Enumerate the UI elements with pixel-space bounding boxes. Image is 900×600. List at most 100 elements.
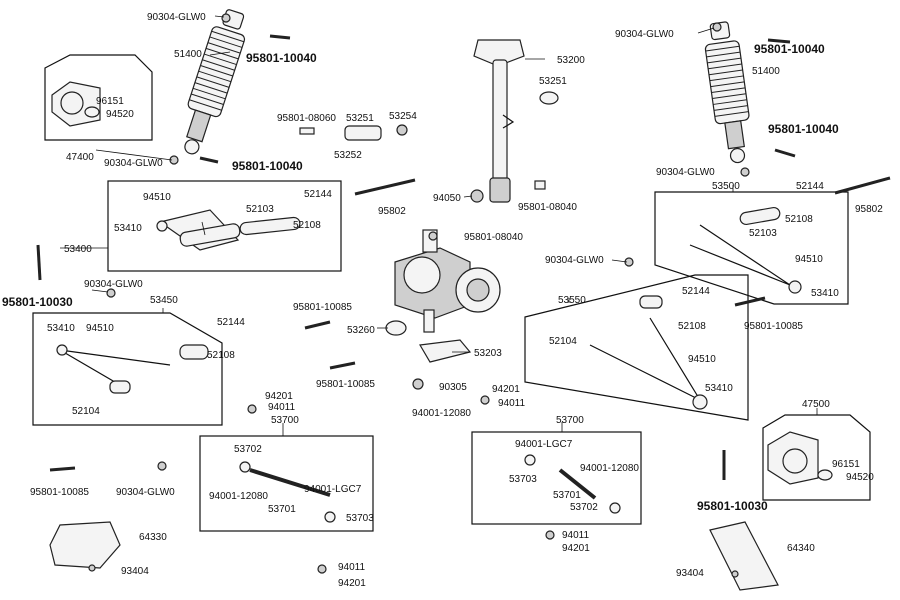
callout: 96151 <box>832 459 860 470</box>
callout: 94201 <box>562 543 590 554</box>
callout: 47500 <box>802 399 830 410</box>
callout: 90304-GLW0 <box>84 279 143 290</box>
callout: 53702 <box>570 502 598 513</box>
box-upper-right-arm <box>654 191 849 305</box>
callout: 95801-10085 <box>744 321 803 332</box>
callout: 64330 <box>139 532 167 543</box>
callout: 52108 <box>293 220 321 231</box>
callout: 53450 <box>150 295 178 306</box>
callout: 94001-12080 <box>412 408 471 419</box>
box-tie-rod-left <box>199 435 374 532</box>
callout: 52108 <box>207 350 235 361</box>
callout: 95802 <box>855 204 883 215</box>
callout: 94510 <box>688 354 716 365</box>
callout: 93404 <box>676 568 704 579</box>
callout: 47400 <box>66 152 94 163</box>
callout: 53410 <box>811 288 839 299</box>
callout: 94011 <box>562 530 590 541</box>
box-lower-right-arm <box>524 274 749 421</box>
callout: 94001-12080 <box>209 491 268 502</box>
callout: 52108 <box>678 321 706 332</box>
callout: 53260 <box>347 325 375 336</box>
callout: 94520 <box>846 472 874 483</box>
callout: 90304-GLW0 <box>656 167 715 178</box>
callout: 95801-08040 <box>518 202 577 213</box>
callout: 52103 <box>246 204 274 215</box>
callout: 53701 <box>553 490 581 501</box>
callout: 95801-10085 <box>293 302 352 313</box>
callout: 93404 <box>121 566 149 577</box>
callout: 95801-10040 <box>246 51 317 65</box>
callout: 53500 <box>712 181 740 192</box>
callout: 95801-10030 <box>697 499 768 513</box>
callout: 96151 <box>96 96 124 107</box>
callout: 90305 <box>439 382 467 393</box>
hub-knuckle-right <box>767 431 833 485</box>
callout: 95801-10085 <box>30 487 89 498</box>
callout: 53550 <box>558 295 586 306</box>
fasteners <box>36 13 891 574</box>
callout: 95801-10040 <box>232 159 303 173</box>
callout: 51400 <box>174 49 202 60</box>
tie-rod-right <box>524 454 621 514</box>
front-differential <box>385 229 501 363</box>
callout: 90304-GLW0 <box>116 487 175 498</box>
callout: 95801-10040 <box>768 122 839 136</box>
box-hub-right <box>762 414 871 501</box>
callout: 53400 <box>64 244 92 255</box>
upper-left-a-arm <box>156 209 301 251</box>
callout: 64340 <box>787 543 815 554</box>
callout: 53254 <box>389 111 417 122</box>
callout: 52144 <box>217 317 245 328</box>
box-upper-left-arm <box>107 180 342 272</box>
callout: 53410 <box>705 383 733 394</box>
hub-knuckle-left <box>51 81 101 127</box>
left-shock-absorber <box>184 9 246 155</box>
callout: 94001-LGC7 <box>515 439 573 450</box>
tie-rod-left <box>239 461 336 523</box>
callout: 90304-GLW0 <box>615 29 674 40</box>
callout: 95801-08060 <box>277 113 336 124</box>
callout: 53410 <box>47 323 75 334</box>
callout: 94201 <box>265 391 293 402</box>
leader-lines <box>60 15 818 436</box>
callout: 94001-LGC7 <box>304 484 362 495</box>
callout: 95801-10085 <box>316 379 375 390</box>
callout: 52104 <box>72 406 100 417</box>
right-shock-absorber <box>704 21 750 164</box>
callout: 95802 <box>378 206 406 217</box>
callout: 53252 <box>334 150 362 161</box>
callout: 53703 <box>346 513 374 524</box>
callout: 52108 <box>785 214 813 225</box>
callout: 90304-GLW0 <box>104 158 163 169</box>
callout: 94520 <box>106 109 134 120</box>
callout: 53700 <box>556 415 584 426</box>
callout: 94510 <box>795 254 823 265</box>
callout: 94201 <box>492 384 520 395</box>
box-tie-rod-right <box>471 431 642 525</box>
callout: 53200 <box>557 55 585 66</box>
callout: 53701 <box>268 504 296 515</box>
callout: 90304-GLW0 <box>147 12 206 23</box>
box-lower-left-arm <box>32 312 223 426</box>
callout: 95801-10040 <box>754 42 825 56</box>
callout: 90304-GLW0 <box>545 255 604 266</box>
upper-right-a-arm <box>689 206 802 294</box>
callout: 52144 <box>304 189 332 200</box>
callout: 94001-12080 <box>580 463 639 474</box>
callout: 94510 <box>143 192 171 203</box>
callout: 94011 <box>268 402 296 413</box>
callout: 52104 <box>549 336 577 347</box>
callout: 53410 <box>114 223 142 234</box>
callout: 53251 <box>346 113 374 124</box>
callout: 53702 <box>234 444 262 455</box>
lower-left-a-arm <box>56 344 209 394</box>
callout: 94201 <box>338 578 366 589</box>
callout-labels: 90304-GLW0 51400 95801-10040 96151 94520… <box>2 12 883 589</box>
skid-guard-left <box>49 521 121 572</box>
lower-right-a-arm <box>589 295 708 410</box>
callout: 52103 <box>749 228 777 239</box>
steering-column <box>470 39 559 203</box>
